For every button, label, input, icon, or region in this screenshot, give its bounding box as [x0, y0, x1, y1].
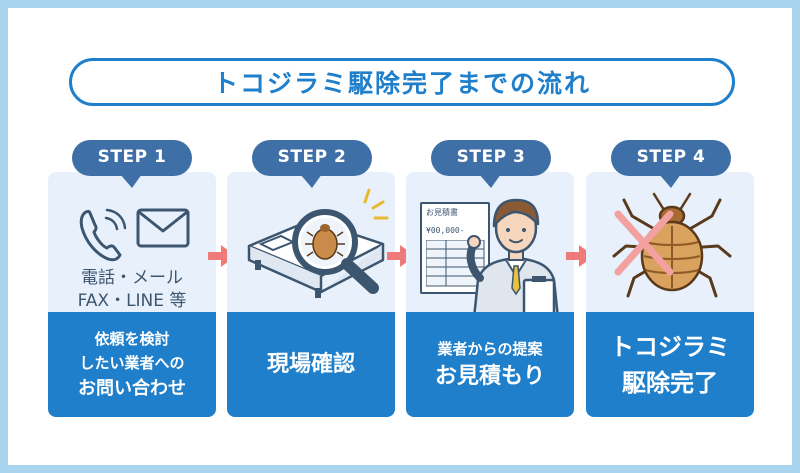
step-2-card: 現場確認: [227, 172, 395, 417]
speech-bubble-shape: [72, 140, 192, 188]
step-4-label: STEP 4: [636, 147, 706, 167]
contact-methods-line2: FAX・LINE 等: [77, 291, 187, 311]
step-4-badge: STEP 4: [611, 140, 731, 188]
step-2-label: STEP 2: [277, 147, 347, 167]
staff-person-icon: [466, 198, 560, 318]
document-title: お見積書: [426, 208, 458, 217]
phone-icon: [79, 208, 127, 262]
document-amount: ¥00,000-: [426, 226, 465, 235]
step-3-badge: STEP 3: [431, 140, 551, 188]
step-1-line-2: したい業者への: [79, 354, 185, 372]
step-1-line-1: 依頼を検討: [94, 330, 170, 348]
page-title: トコジラミ駆除完了までの流れ: [212, 69, 591, 98]
step-4-card: トコジラミ 駆除完了: [586, 172, 754, 417]
bed-with-magnifier-icon: [247, 188, 389, 298]
bedbug-cross-icon: [612, 192, 732, 298]
step-1-line-3: お問い合わせ: [78, 378, 186, 399]
step-4-line-1: トコジラミ: [610, 332, 730, 361]
step-3-line-2: お見積もり: [434, 363, 545, 389]
speech-bubble-shape: [252, 140, 372, 188]
step-2-caption: 現場確認: [227, 312, 395, 417]
title-banner: トコジラミ駆除完了までの流れ: [69, 58, 735, 106]
step-3-label: STEP 3: [456, 147, 526, 167]
step-2-badge: STEP 2: [252, 140, 372, 188]
step-3-line-1: 業者からの提案: [437, 339, 543, 358]
step-1-label: STEP 1: [97, 147, 167, 167]
mail-icon: [136, 208, 190, 248]
speech-bubble-shape: [611, 140, 731, 188]
step-3-card: お見積書 ¥00,000- 業者からの提案 お見積もり: [406, 172, 574, 417]
step-1-caption: 依頼を検討 したい業者への お問い合わせ: [48, 312, 216, 417]
step-1-card: 電話・メール FAX・LINE 等 依頼を検討 したい業者への お問い合わせ: [48, 172, 216, 417]
contact-methods-line1: 電話・メール: [81, 268, 183, 288]
step-3-caption: 業者からの提案 お見積もり: [406, 312, 574, 417]
step-1-badge: STEP 1: [72, 140, 192, 188]
step-4-caption: トコジラミ 駆除完了: [586, 312, 754, 417]
speech-bubble-shape: [431, 140, 551, 188]
step-2-line-1: 現場確認: [266, 351, 355, 377]
step-4-line-2: 駆除完了: [622, 368, 718, 397]
